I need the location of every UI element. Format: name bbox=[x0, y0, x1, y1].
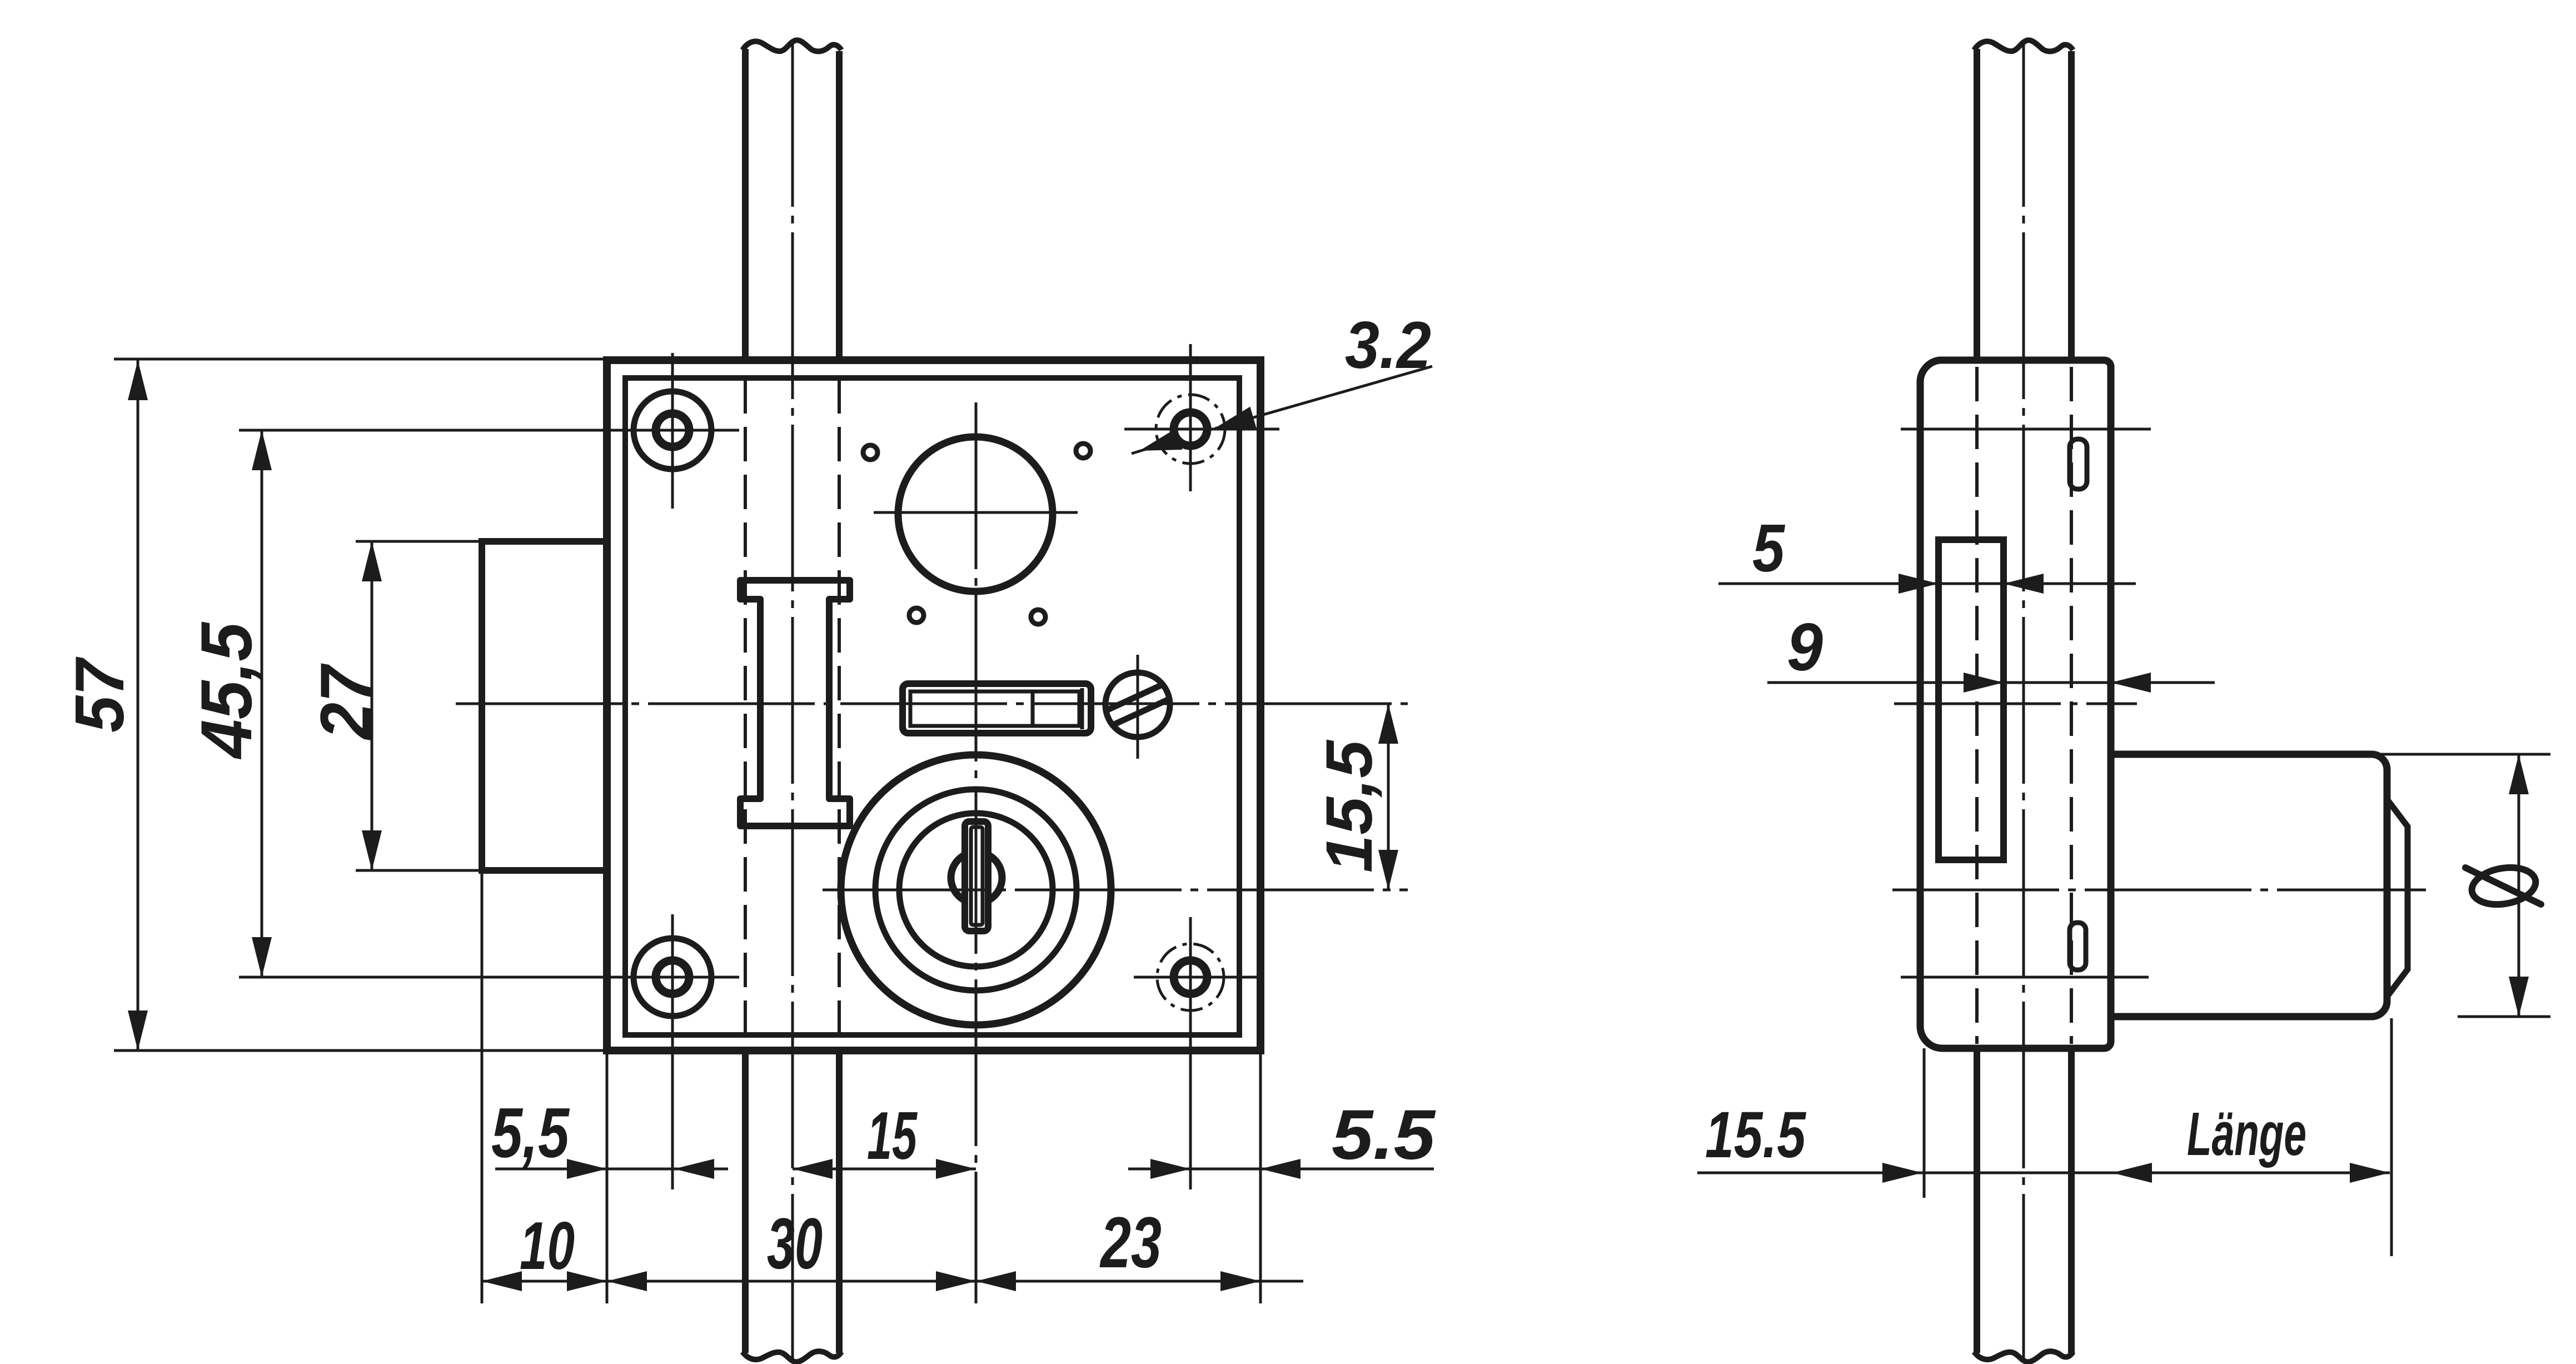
svg-text:5,5: 5,5 bbox=[491, 1093, 570, 1172]
svg-text:30: 30 bbox=[767, 1203, 823, 1284]
svg-text:23: 23 bbox=[1099, 1202, 1162, 1283]
svg-text:57: 57 bbox=[62, 656, 138, 733]
svg-text:10: 10 bbox=[520, 1208, 575, 1283]
svg-text:9: 9 bbox=[1787, 609, 1823, 685]
svg-text:5: 5 bbox=[1752, 510, 1786, 586]
svg-text:15.5: 15.5 bbox=[1705, 1098, 1807, 1172]
svg-text:Länge: Länge bbox=[2187, 1100, 2306, 1168]
svg-text:15,5: 15,5 bbox=[1313, 739, 1386, 873]
svg-text:15: 15 bbox=[867, 1098, 918, 1173]
svg-text:3.2: 3.2 bbox=[1345, 308, 1431, 382]
svg-text:5.5: 5.5 bbox=[1332, 1095, 1436, 1174]
svg-text:45,5: 45,5 bbox=[186, 621, 267, 760]
svg-text:27: 27 bbox=[305, 663, 386, 741]
